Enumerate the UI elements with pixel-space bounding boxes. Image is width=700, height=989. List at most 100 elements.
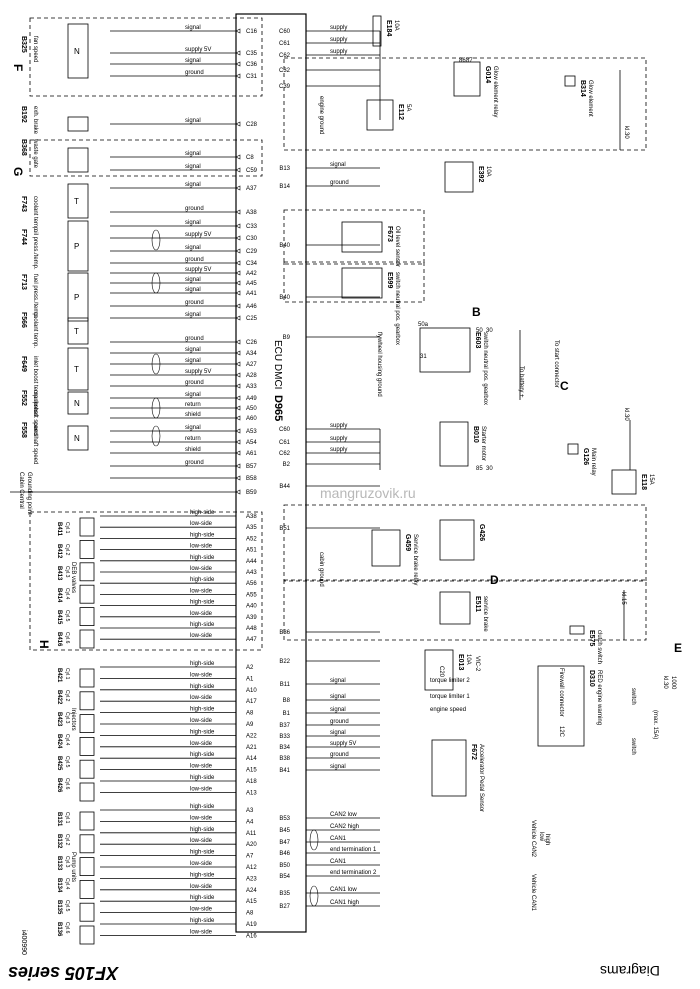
injectors-code: B425 bbox=[56, 756, 62, 771]
component-code: G126 bbox=[582, 448, 589, 465]
left-row-label: ground bbox=[185, 380, 204, 386]
component-code: E603 bbox=[474, 332, 481, 348]
pin-arrow bbox=[235, 223, 241, 229]
right-row-label: end termination 1 bbox=[330, 847, 377, 853]
right-row-label: ground bbox=[330, 180, 349, 186]
injectors-cyl: Cyl.2 bbox=[64, 690, 70, 702]
misc-label-k130b: kl.30 bbox=[623, 408, 629, 421]
pin-arrow bbox=[235, 439, 241, 445]
component-desc: service brake bbox=[482, 596, 488, 632]
misc-label-switch2: switch bbox=[630, 738, 636, 755]
misc-label-relay_30b: 30 bbox=[486, 466, 493, 472]
component-code: F743 bbox=[20, 196, 27, 212]
deb-pin: A40 bbox=[246, 604, 257, 610]
injector-coil bbox=[79, 782, 95, 802]
left-pin-label: A54 bbox=[246, 440, 257, 446]
right-pin-label: B33 bbox=[279, 734, 290, 740]
right-pin-label: B35 bbox=[279, 891, 290, 897]
pin-arrow bbox=[235, 61, 241, 67]
twisted-pair-mark bbox=[151, 397, 161, 419]
right-pin-label: B40 bbox=[279, 243, 290, 249]
right-pin-label: C61 bbox=[279, 41, 291, 47]
component-desc: Glow element relay bbox=[492, 66, 498, 117]
left-row-label: signal bbox=[185, 392, 201, 398]
left-row-label: signal bbox=[185, 220, 201, 226]
footer-code: i400990 bbox=[20, 930, 27, 955]
group-letter: F bbox=[11, 64, 25, 71]
pin-arrow bbox=[235, 185, 241, 191]
right-row-label: CAN2 low bbox=[330, 812, 357, 818]
left-pin-label: A38 bbox=[246, 210, 257, 216]
injector-label: low-side bbox=[190, 786, 213, 792]
ecu-code: D965 bbox=[272, 395, 284, 421]
deb-title: DEB valves bbox=[70, 562, 76, 593]
pump-label: high-side bbox=[190, 827, 215, 833]
component-code: E118 bbox=[640, 474, 647, 490]
deb-valve-coil bbox=[79, 540, 95, 559]
left-pin-label: A46 bbox=[246, 304, 257, 310]
injector-label: high-side bbox=[190, 775, 215, 781]
torque-limiter-1: torque limiter 1 bbox=[430, 694, 470, 700]
component-code: F713 bbox=[20, 274, 27, 290]
series-title: XF105 series bbox=[8, 963, 119, 983]
left-row-label: signal bbox=[185, 287, 201, 293]
right-row-label: signal bbox=[330, 162, 346, 168]
deb-label: high-side bbox=[190, 532, 215, 538]
component-desc: 5A bbox=[405, 104, 411, 111]
injectors-cyl: Cyl.6 bbox=[64, 778, 70, 790]
pin-arrow bbox=[235, 154, 241, 160]
left-pin-label: A53 bbox=[246, 429, 257, 435]
right-row-label: supply bbox=[330, 49, 347, 55]
pin-arrow bbox=[235, 372, 241, 378]
left-pin-label: C25 bbox=[246, 316, 258, 322]
injectors-cyl: Cyl.3 bbox=[64, 712, 70, 724]
pump-pin: A15 bbox=[246, 899, 257, 905]
dashed-group-box bbox=[283, 504, 647, 582]
right-row-label: signal bbox=[330, 694, 346, 700]
component-code: E184 bbox=[385, 20, 392, 36]
misc-label-to_battery: To battery + bbox=[518, 366, 524, 398]
right-pin-label: B45 bbox=[279, 828, 290, 834]
injectors-code: B421 bbox=[56, 668, 62, 683]
component-code: B325 bbox=[20, 36, 27, 53]
left-row-label: signal bbox=[185, 25, 201, 31]
right-pin-label: C62 bbox=[279, 451, 291, 457]
pump-label: low-side bbox=[190, 861, 213, 867]
pumps-cyl: Cyl.2 bbox=[64, 834, 70, 846]
deb-cyl: Cyl.6 bbox=[64, 632, 70, 644]
pumps-code: B133 bbox=[56, 856, 62, 871]
component-code: E112 bbox=[397, 104, 404, 120]
left-pin-label: B57 bbox=[246, 464, 257, 470]
injectors-code: B422 bbox=[56, 690, 62, 705]
pumps-cyl: Cyl.5 bbox=[64, 900, 70, 912]
right-pin-label: B14 bbox=[279, 184, 290, 190]
right-pin-label: B34 bbox=[279, 745, 290, 751]
sensor-symbol: N bbox=[74, 399, 80, 408]
deb-pin: A55 bbox=[246, 592, 257, 598]
right-pin-label: B38 bbox=[279, 756, 290, 762]
injector-label: high-side bbox=[190, 729, 215, 735]
right-pin-label: B53 bbox=[279, 816, 290, 822]
injector-label: low-side bbox=[190, 741, 213, 747]
right-row-label: ground bbox=[330, 752, 349, 758]
component-box bbox=[372, 15, 382, 47]
left-row-label: signal bbox=[185, 347, 201, 353]
component-code: F558 bbox=[20, 422, 27, 438]
pumps-cyl: Cyl.4 bbox=[64, 878, 70, 890]
deb-pin: A43 bbox=[246, 570, 257, 576]
left-row-label: ground bbox=[185, 206, 204, 212]
left-row-label: supply 5V bbox=[185, 232, 211, 238]
left-pin-label: A61 bbox=[246, 451, 257, 457]
misc-label-r1000: 1000 bbox=[670, 676, 676, 690]
left-pin-label: A27 bbox=[246, 362, 257, 368]
sensor-box bbox=[67, 220, 89, 272]
component-box bbox=[564, 75, 576, 87]
left-row-label: signal bbox=[185, 312, 201, 318]
right-row-label: supply bbox=[330, 447, 347, 453]
deb-label: low-side bbox=[190, 633, 213, 639]
injector-label: low-side bbox=[190, 764, 213, 770]
twisted-pair-mark bbox=[151, 229, 161, 251]
misc-label-vic2: VIC-2 bbox=[474, 656, 480, 672]
pin-arrow bbox=[235, 270, 241, 276]
injector-pin: A2 bbox=[246, 665, 254, 671]
